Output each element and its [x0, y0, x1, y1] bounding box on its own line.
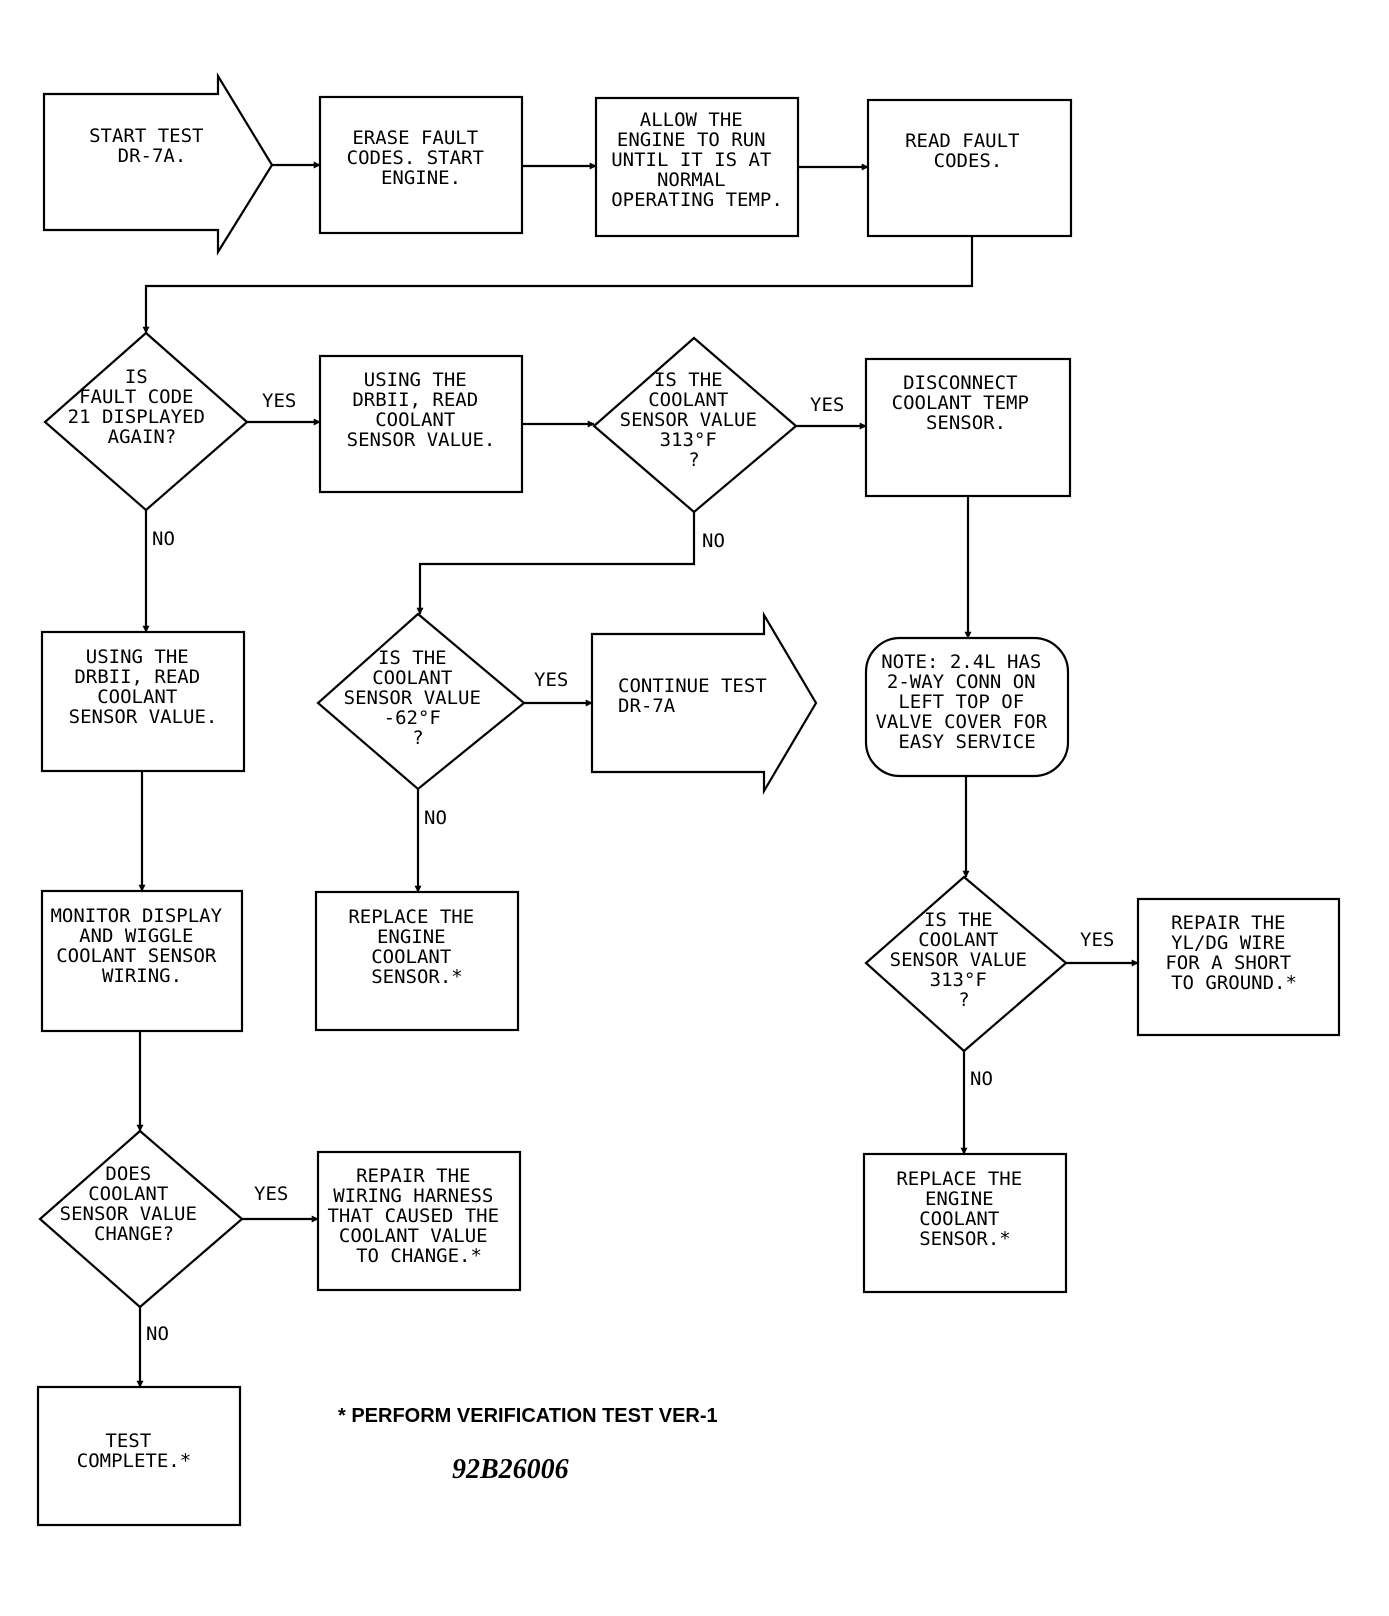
sensor-minus62-decision — [316, 612, 526, 791]
test-complete-label: TEST COMPLETE.* — [77, 1430, 191, 1472]
start-test-arrow — [42, 72, 274, 256]
replace-sensor-box-1 — [314, 890, 520, 1032]
change-no-label: NO — [146, 1323, 169, 1345]
connectors — [136, 161, 1139, 1388]
code21-yes-label: YES — [262, 390, 296, 412]
decision-313a-label: IS THE COOLANT SENSOR VALUE 313°F ? — [620, 369, 769, 471]
sensor-313-decision-b — [864, 875, 1068, 1053]
replace-sensor-1-label: REPLACE THE ENGINE COOLANT SENSOR.* — [348, 906, 485, 988]
change-yes-label: YES — [254, 1183, 288, 1205]
note-label: NOTE: 2.4L HAS 2-WAY CONN ON LEFT TOP OF… — [875, 651, 1058, 753]
disconnect-sensor-box — [864, 357, 1072, 498]
minus62-no-label: NO — [424, 807, 447, 829]
decision-313b-label: IS THE COOLANT SENSOR VALUE 313°F ? — [890, 909, 1039, 1011]
monitor-display-label: MONITOR DISPLAY AND WIGGLE COOLANT SENSO… — [50, 905, 233, 987]
start-test-label: START TEST DR-7A. — [89, 125, 215, 167]
disconnect-sensor-label: DISCONNECT COOLANT TEMP SENSOR. — [892, 372, 1041, 434]
read-codes-label: READ FAULT CODES. — [905, 130, 1031, 172]
sensor-313-decision-a — [592, 336, 798, 514]
verification-footnote: * PERFORM VERIFICATION TEST VER-1 — [338, 1405, 718, 1427]
edge-313a-no — [416, 512, 696, 615]
erase-codes-box — [318, 95, 524, 235]
repair-wire-label: REPAIR THE YL/DG WIRE FOR A SHORT TO GRO… — [1165, 912, 1302, 994]
allow-run-label: ALLOW THE ENGINE TO RUN UNTIL IT IS AT N… — [611, 109, 783, 211]
decision313b-no-label: NO — [970, 1068, 993, 1090]
decision-minus62-label: IS THE COOLANT SENSOR VALUE -62°F ? — [344, 647, 493, 749]
edge-read-to-code21 — [142, 236, 974, 334]
repair-harness-box — [316, 1150, 522, 1292]
read-sensor-1-label: USING THE DRBII, READ COOLANT SENSOR VAL… — [347, 369, 496, 451]
change-decision — [38, 1129, 244, 1309]
decision313a-yes-label: YES — [810, 394, 844, 416]
change-label: DOES COOLANT SENSOR VALUE CHANGE? — [60, 1163, 209, 1245]
continue-test-label: CONTINUE TEST DR-7A — [618, 675, 778, 717]
repair-harness-label: REPAIR THE WIRING HARNESS THAT CAUSED TH… — [327, 1165, 510, 1267]
figure-code: 92B26006 — [452, 1454, 569, 1485]
read-sensor-2-label: USING THE DRBII, READ COOLANT SENSOR VAL… — [69, 646, 218, 728]
replace-sensor-2-label: REPLACE THE ENGINE COOLANT SENSOR.* — [896, 1168, 1033, 1250]
note-box — [864, 636, 1070, 778]
read-sensor-box-2 — [40, 630, 246, 773]
allow-run-box — [594, 96, 800, 238]
edge-labels: YES NO YES NO YES NO YES NO YES NO — [146, 390, 1114, 1345]
code21-no-label: NO — [152, 528, 175, 550]
node-labels: START TEST DR-7A. ERASE FAULT CODES. STA… — [50, 109, 1302, 1472]
read-sensor-box-1 — [318, 354, 524, 494]
minus62-yes-label: YES — [534, 669, 568, 691]
replace-sensor-box-2 — [862, 1152, 1068, 1294]
continue-test-arrow — [590, 610, 818, 796]
decision313a-no-label: NO — [702, 530, 725, 552]
code21-label: IS FAULT CODE 21 DISPLAYED AGAIN? — [68, 366, 217, 448]
shapes — [36, 72, 1341, 1527]
erase-codes-label: ERASE FAULT CODES. START ENGINE. — [347, 127, 496, 189]
repair-wire-box — [1136, 897, 1341, 1037]
test-complete-box — [36, 1385, 242, 1527]
monitor-display-box — [40, 889, 244, 1033]
read-codes-box — [866, 98, 1073, 238]
decision313b-yes-label: YES — [1080, 929, 1114, 951]
code21-decision — [43, 331, 249, 512]
